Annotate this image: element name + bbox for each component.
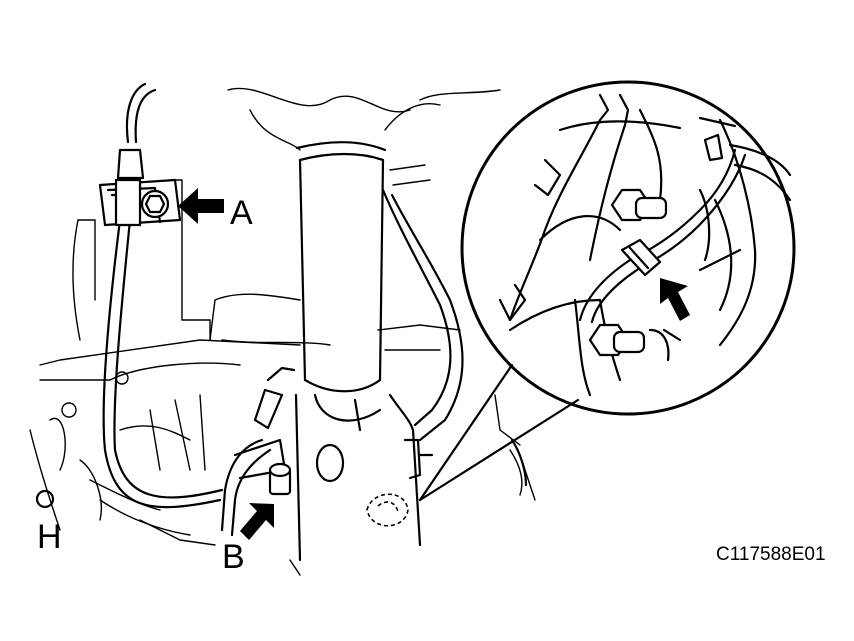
- detail-callout-wedge: [418, 363, 580, 502]
- strut-assembly: [289, 141, 434, 576]
- figure-code: C117588E01: [716, 544, 826, 565]
- label-a: A: [230, 194, 253, 232]
- detail-view: [460, 80, 796, 416]
- arrow-detail-icon: [660, 278, 690, 321]
- background-contours: [29, 87, 536, 546]
- label-h: H: [37, 518, 62, 556]
- hose-bracket-a: [98, 178, 182, 227]
- bolt-b: [233, 438, 292, 496]
- label-b: B: [222, 538, 245, 576]
- brake-hose: [102, 82, 464, 537]
- arrow-b-icon: [240, 503, 274, 540]
- lower-contours: [510, 438, 528, 487]
- arrow-a-icon: [178, 188, 224, 224]
